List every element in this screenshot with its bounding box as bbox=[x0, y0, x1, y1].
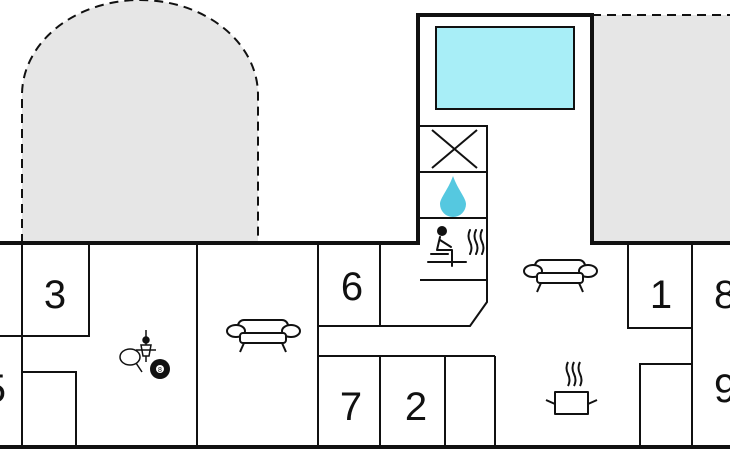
room-number-8: 8 bbox=[714, 273, 730, 317]
storage-cross-icon bbox=[431, 129, 478, 169]
svg-text:8: 8 bbox=[158, 367, 162, 374]
whirlpool-pool-icon bbox=[435, 26, 575, 110]
terrace-left bbox=[21, 0, 259, 244]
kitchen-pot-icon bbox=[545, 361, 598, 415]
room-number-2: 2 bbox=[405, 385, 427, 429]
terrace-right bbox=[592, 15, 730, 241]
outer-walls bbox=[0, 13, 730, 449]
sauna-icon bbox=[427, 226, 485, 267]
room-number-1: 1 bbox=[650, 273, 672, 317]
room-number-9: 9 bbox=[714, 367, 730, 411]
room-number-3: 3 bbox=[44, 273, 66, 317]
room-number-5: 5 bbox=[0, 367, 6, 411]
game-room-icon: 8 bbox=[119, 330, 170, 379]
sofa-icon bbox=[226, 319, 301, 353]
steam-icon bbox=[440, 176, 466, 217]
interior-walls bbox=[0, 125, 693, 447]
room-number-6: 6 bbox=[341, 265, 363, 309]
sofa-icon bbox=[523, 259, 598, 293]
room-number-7: 7 bbox=[340, 385, 362, 429]
